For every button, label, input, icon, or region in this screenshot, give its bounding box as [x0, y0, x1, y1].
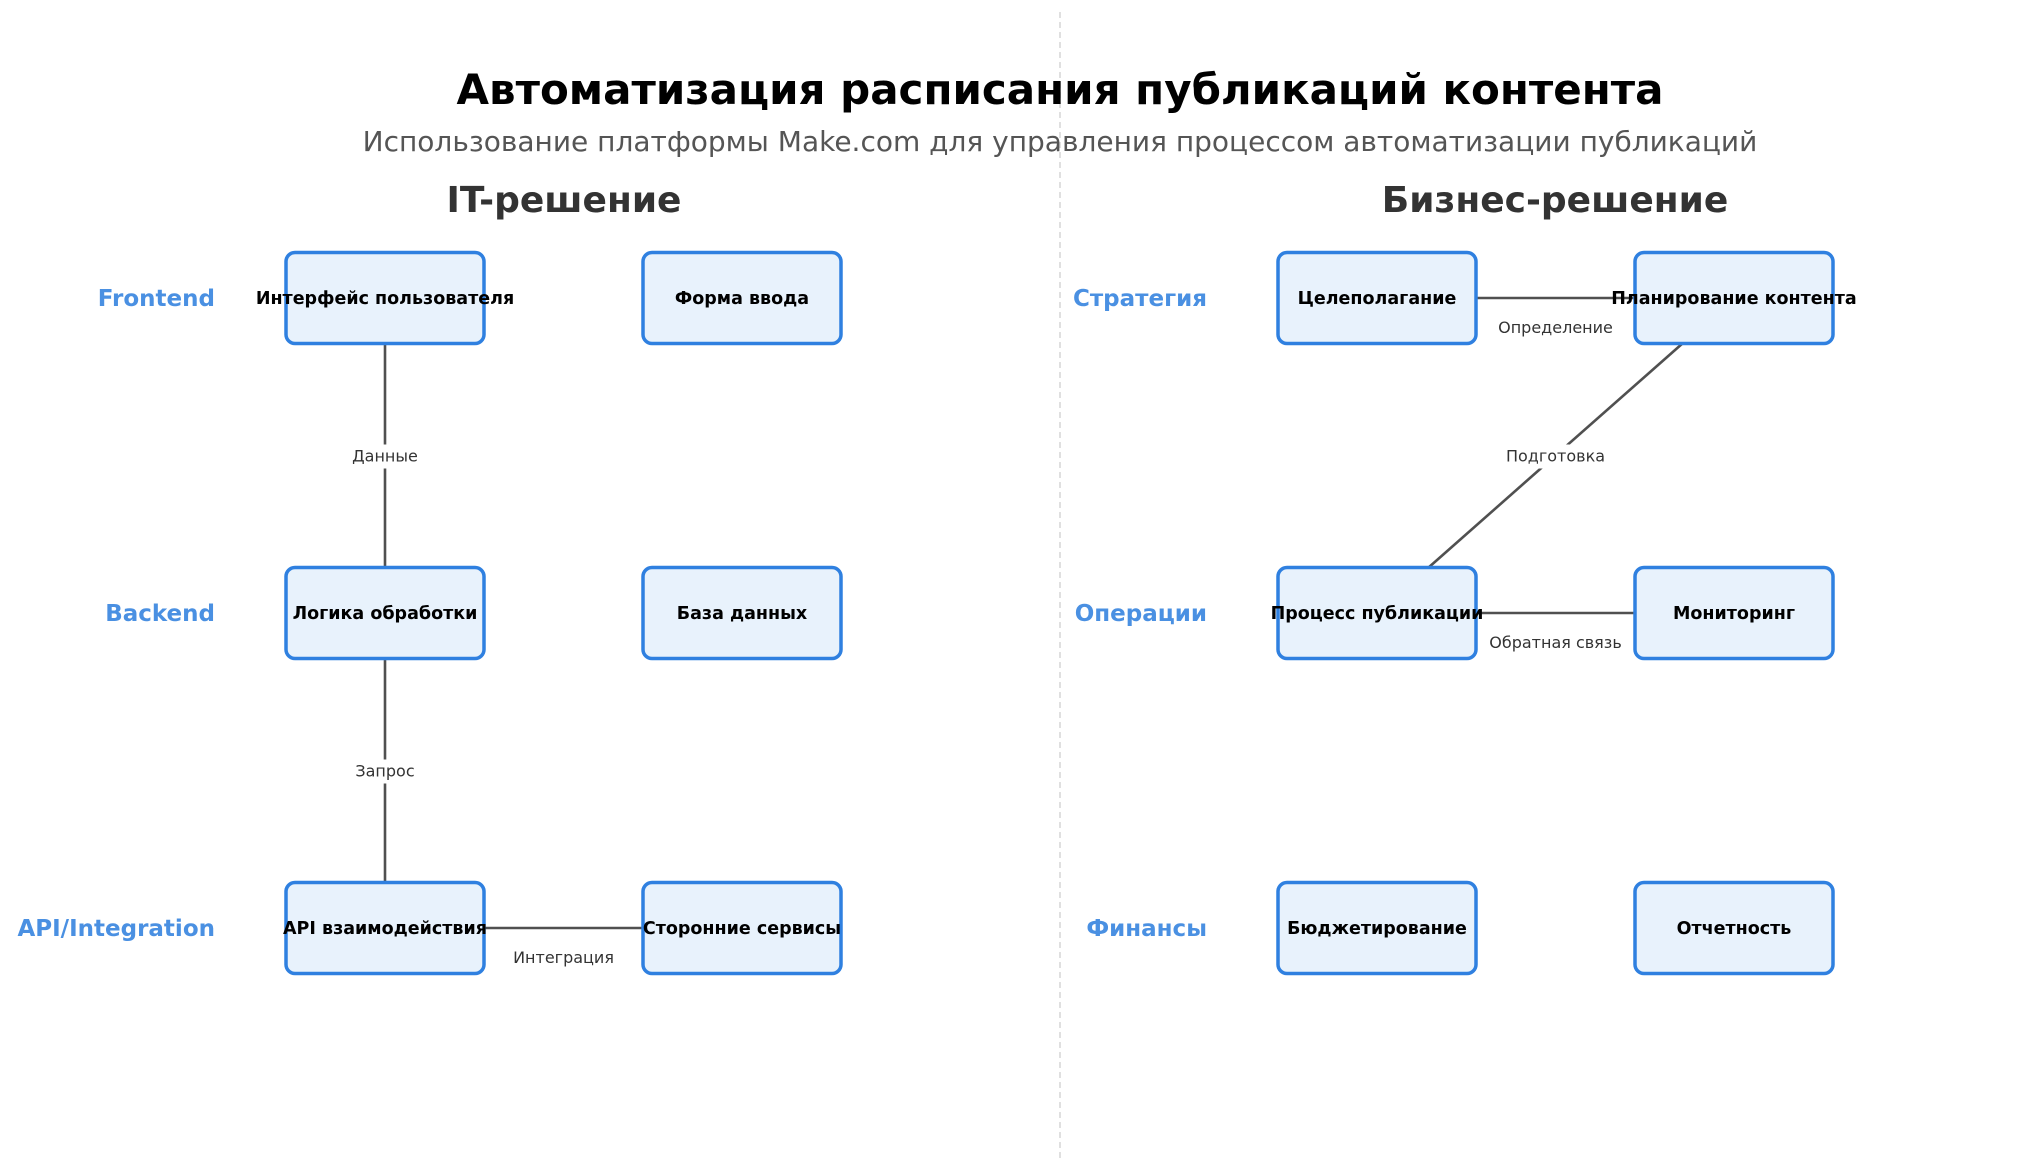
- node-box: [641, 880, 843, 976]
- node-label: API взаимодействия: [283, 919, 487, 939]
- page-subtitle: Использование платформы Make.com для упр…: [363, 125, 1758, 158]
- node-label: Сторонние сервисы: [643, 919, 841, 939]
- node-box: [1276, 880, 1478, 976]
- node-label: Целеполагание: [1298, 289, 1457, 309]
- node-box: [1276, 250, 1478, 346]
- node-box: [284, 250, 486, 346]
- node-label: Отчетность: [1677, 919, 1792, 939]
- node-box: [1633, 880, 1835, 976]
- row-label: API/Integration: [17, 916, 215, 942]
- node-label: Интерфейс пользователя: [256, 289, 514, 309]
- edge-label-background: [1502, 444, 1609, 469]
- node-form: Форма ввода: [641, 250, 843, 346]
- node-db: База данных: [641, 565, 843, 661]
- edge-label: Обратная связь: [1489, 633, 1622, 652]
- node-label: Форма ввода: [675, 289, 809, 309]
- edge-label-background: [350, 759, 420, 784]
- node-ui: Интерфейс пользователя: [256, 250, 514, 346]
- node-logic: Логика обработки: [284, 565, 486, 661]
- page-title: Автоматизация расписания публикаций конт…: [457, 65, 1664, 114]
- node-label: Логика обработки: [293, 604, 478, 624]
- node-label: Процесс публикации: [1271, 604, 1484, 624]
- edge-label: Данные: [352, 447, 418, 466]
- edge-label-background: [350, 444, 420, 469]
- row-label: Frontend: [98, 286, 215, 312]
- node-api: API взаимодействия: [283, 880, 487, 976]
- row-label: Стратегия: [1073, 286, 1207, 312]
- edge-label: Интеграция: [513, 948, 614, 967]
- edge-label: Подготовка: [1506, 447, 1605, 466]
- node-box: [284, 880, 486, 976]
- edge-label: Запрос: [355, 762, 414, 781]
- node-label: Планирование контента: [1611, 289, 1856, 309]
- node-box: [641, 250, 843, 346]
- node-budget: Бюджетирование: [1276, 880, 1478, 976]
- node-label: Бюджетирование: [1287, 919, 1467, 939]
- panel-it: IT-решениеFrontendBackendAPI/Integration…: [17, 180, 843, 976]
- panel-title: Бизнес-решение: [1382, 180, 1729, 221]
- node-pub: Процесс публикации: [1271, 565, 1484, 661]
- node-report: Отчетность: [1633, 880, 1835, 976]
- row-label: Backend: [105, 601, 215, 627]
- panel-title: IT-решение: [447, 180, 682, 221]
- edge-label: Определение: [1498, 318, 1613, 337]
- node-ext: Сторонние сервисы: [641, 880, 843, 976]
- panels: IT-решениеFrontendBackendAPI/Integration…: [17, 180, 1857, 976]
- node-mon: Мониторинг: [1633, 565, 1835, 661]
- node-box: [1276, 565, 1478, 661]
- node-box: [1633, 250, 1835, 346]
- node-box: [1633, 565, 1835, 661]
- node-goal: Целеполагание: [1276, 250, 1478, 346]
- node-label: Мониторинг: [1673, 604, 1795, 624]
- node-box: [284, 565, 486, 661]
- node-box: [641, 565, 843, 661]
- node-plan: Планирование контента: [1611, 250, 1857, 346]
- node-label: База данных: [677, 604, 808, 624]
- row-label: Финансы: [1086, 916, 1207, 942]
- row-label: Операции: [1075, 601, 1207, 627]
